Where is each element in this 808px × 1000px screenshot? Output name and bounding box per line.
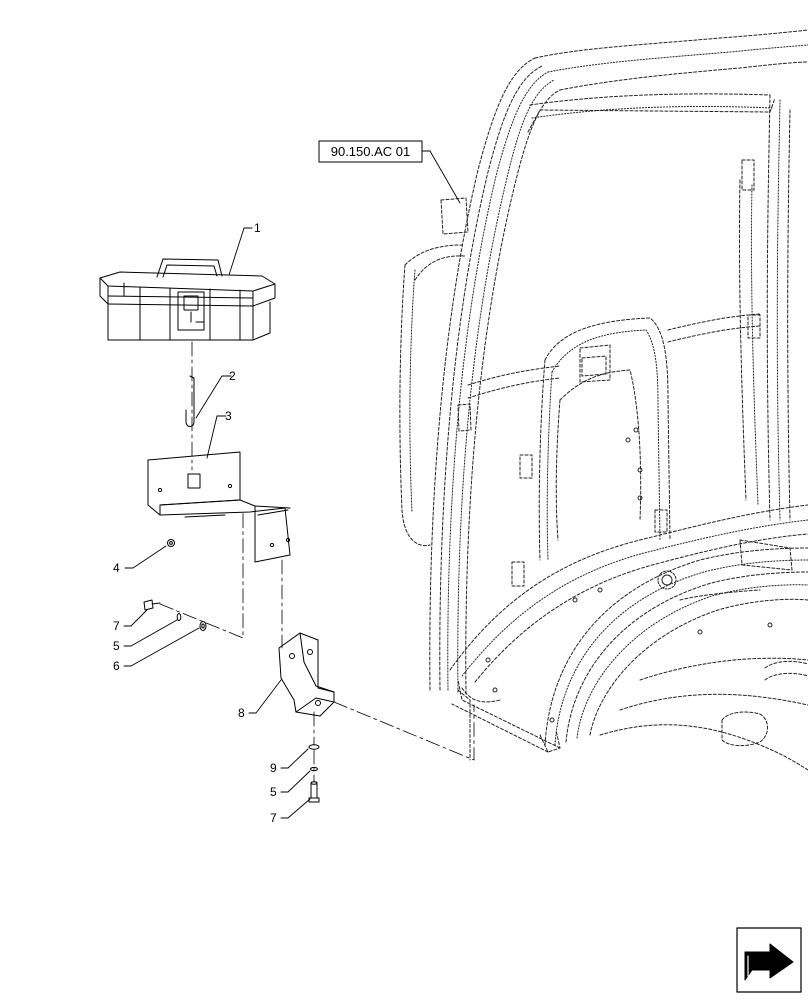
callout-5-lower: 5 bbox=[270, 785, 277, 799]
next-page-arrow-icon bbox=[744, 943, 794, 981]
callout-5-upper: 5 bbox=[113, 639, 120, 653]
washer-part-5-upper bbox=[176, 613, 182, 621]
leader-3 bbox=[206, 415, 227, 459]
leader-2 bbox=[195, 375, 232, 419]
nut-part-4 bbox=[167, 539, 175, 547]
leader-4 bbox=[124, 545, 167, 569]
leader-7-upper bbox=[123, 609, 148, 627]
callout-8: 8 bbox=[238, 706, 245, 720]
assembly-lines bbox=[159, 341, 475, 783]
callout-labels: 1 2 3 4 7 5 6 8 9 5 7 bbox=[113, 221, 277, 825]
callout-3: 3 bbox=[225, 409, 232, 423]
bolt-part-7-upper bbox=[143, 599, 161, 611]
reference-code: 90.150.AC 01 bbox=[331, 144, 411, 159]
leader-6 bbox=[123, 627, 200, 667]
callout-4: 4 bbox=[113, 561, 120, 575]
leader-5-upper bbox=[123, 619, 178, 647]
leader-7-lower bbox=[280, 798, 311, 819]
washer-part-9 bbox=[308, 744, 320, 750]
leader-9 bbox=[280, 748, 309, 769]
callout-7-upper: 7 bbox=[113, 619, 120, 633]
callout-7-lower: 7 bbox=[270, 811, 277, 825]
pin-part-2 bbox=[185, 375, 195, 427]
leader-1 bbox=[228, 227, 253, 276]
leader-reference bbox=[421, 150, 461, 204]
bolt-part-7-lower bbox=[308, 781, 320, 803]
callout-6: 6 bbox=[113, 659, 120, 673]
cab-frame bbox=[399, 29, 808, 771]
callout-9: 9 bbox=[270, 761, 277, 775]
support-bracket-part-8 bbox=[278, 632, 335, 717]
washer-part-6 bbox=[199, 621, 207, 631]
mounting-bracket-part-3 bbox=[147, 451, 291, 563]
leader-5-lower bbox=[280, 770, 311, 793]
toolbox-part-1 bbox=[99, 258, 276, 341]
leader-lines bbox=[123, 150, 461, 819]
callout-2: 2 bbox=[229, 369, 236, 383]
reference-callout: 90.150.AC 01 bbox=[318, 140, 423, 163]
next-page-button[interactable] bbox=[736, 927, 802, 993]
callout-1: 1 bbox=[254, 221, 261, 235]
leader-8 bbox=[248, 679, 282, 714]
